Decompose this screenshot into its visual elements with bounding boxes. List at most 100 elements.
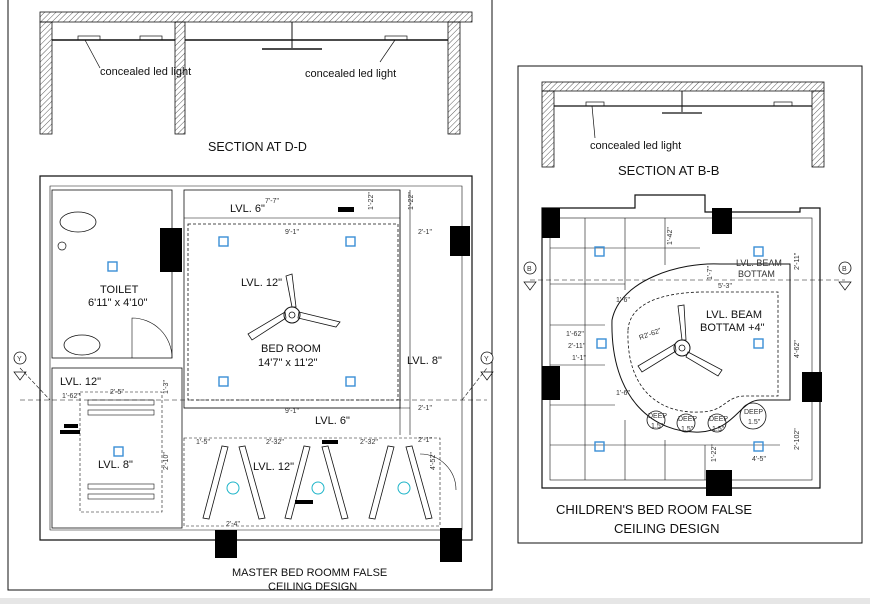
louver xyxy=(321,445,349,520)
switch-plate xyxy=(295,500,313,504)
dressing-bar xyxy=(87,483,155,490)
led-fixture xyxy=(77,35,101,41)
downlights xyxy=(594,246,764,452)
toilet-label: TOILET xyxy=(100,284,139,296)
plan-inner-wall xyxy=(549,217,813,481)
downlight-icon xyxy=(345,376,356,387)
deep-depth: 1.5" xyxy=(651,423,664,430)
louvered-area xyxy=(183,437,441,527)
downlights xyxy=(107,236,356,457)
right-sheet-border xyxy=(517,65,863,544)
section-d-title: SECTION AT D-D xyxy=(208,140,307,154)
dimension-text: 1'-22" xyxy=(408,192,415,210)
dimension-text: 2'-32" xyxy=(266,439,284,446)
bedroom-label: BED ROOM xyxy=(261,343,321,355)
plan-outer-wall xyxy=(39,175,473,541)
level-label: LVL. 12" xyxy=(253,461,294,473)
column xyxy=(450,226,470,256)
toilet-room xyxy=(51,189,173,359)
dimension-text: 2'-4" xyxy=(226,521,240,528)
section-d-note-2: concealed led light xyxy=(305,68,396,80)
dimension-text: 1'-7" xyxy=(707,266,714,280)
dimension-text: 1'-1" xyxy=(572,355,586,362)
spotlight-icon xyxy=(226,481,240,495)
deep-depth: 1.5" xyxy=(681,426,694,433)
section-marker-right: B xyxy=(838,261,852,291)
dressing-panel xyxy=(79,391,163,513)
door-swing xyxy=(419,453,457,491)
downlight-icon xyxy=(218,236,229,247)
deep-depth: 1.5" xyxy=(712,426,725,433)
level-label: LVL. 6" xyxy=(315,415,350,427)
section-d-slab xyxy=(39,11,473,23)
dimension-text: 9'-1" xyxy=(285,229,299,236)
dimension-text: 2'-1" xyxy=(418,437,432,444)
dimension-text: 2'-11" xyxy=(794,252,801,270)
deep-label: DEEP xyxy=(744,409,763,416)
wc-bowl xyxy=(59,211,97,233)
dressing-bar xyxy=(87,493,155,500)
downlight-icon xyxy=(753,338,764,349)
switch-plate xyxy=(64,424,78,428)
beam-label-1: LVL. BEAM xyxy=(736,258,782,268)
plan-title-line-2: CEILING DESIGN xyxy=(268,581,357,593)
louver xyxy=(368,445,395,520)
section-d-d: concealed led light concealed led light … xyxy=(39,11,473,154)
dimension-text: 2'-32" xyxy=(360,439,378,446)
section-d-wall-mid xyxy=(174,21,186,135)
column xyxy=(712,208,732,234)
section-d-note-1: concealed led light xyxy=(100,66,191,78)
dressing-bar xyxy=(87,399,155,406)
louver xyxy=(284,445,311,520)
downlight-icon xyxy=(107,261,118,272)
section-b-slab xyxy=(541,81,825,92)
led-fixture xyxy=(585,101,605,107)
column xyxy=(440,528,462,562)
downlight-icon xyxy=(218,376,229,387)
leader-line xyxy=(379,39,396,63)
level-label: LVL. 12" xyxy=(60,376,101,388)
dimension-text: 4'-52" xyxy=(430,452,437,470)
dimension-text: 5'-3" xyxy=(718,283,732,290)
switch-plate xyxy=(322,440,338,444)
deep-label: DEEP xyxy=(709,416,728,423)
ceiling-fan-icon xyxy=(637,304,723,377)
dressing-bar xyxy=(87,409,155,416)
dimension-text: 1'-6" xyxy=(616,297,630,304)
section-b-title: SECTION AT B-B xyxy=(618,163,719,178)
louver xyxy=(405,445,433,520)
dimension-text: 2'-5" xyxy=(110,389,124,396)
section-marker-left: B xyxy=(523,261,537,291)
dimension-text: 1'-3" xyxy=(163,380,170,394)
level-label: LVL. 12" xyxy=(241,277,282,289)
level-label: LVL. 6" xyxy=(230,203,265,215)
dimension-text: 1'-22" xyxy=(368,192,375,210)
downlight-icon xyxy=(753,441,764,452)
section-d-wall-right xyxy=(447,21,461,135)
plan-title-line-1: CHILDREN'S BED ROOM FALSE xyxy=(556,502,752,517)
column xyxy=(802,372,822,402)
downlight-icon xyxy=(596,338,607,349)
beam-label-2b: BOTTAM +4" xyxy=(700,322,765,334)
svg-text:Y: Y xyxy=(17,356,22,363)
switch-plate xyxy=(60,430,80,434)
section-b-wall-right xyxy=(811,90,825,168)
ceiling-fan-icon xyxy=(247,273,341,341)
louvers xyxy=(202,445,433,520)
section-marker-left: Y xyxy=(13,351,51,401)
dimensions: 7'-7" 9'-1" 9'-1" 2'-1" 2'-1" 2'-1" 1'-2… xyxy=(62,192,437,528)
dimension-text: R2'-62" xyxy=(638,327,662,342)
curved-beam-outer xyxy=(611,263,791,433)
curved-beam-inner xyxy=(627,291,779,413)
dressing-area xyxy=(51,367,183,529)
dimension-text: 9'-1" xyxy=(285,408,299,415)
louver xyxy=(202,445,229,520)
dimension-text: 1'-6" xyxy=(616,390,630,397)
downlight-icon xyxy=(345,236,356,247)
tile-grid xyxy=(550,218,780,480)
svg-text:B: B xyxy=(527,266,532,273)
section-d-wall-left xyxy=(39,21,53,135)
floor-drain-icon xyxy=(57,241,67,251)
bottom-scroll-strip xyxy=(0,598,870,604)
